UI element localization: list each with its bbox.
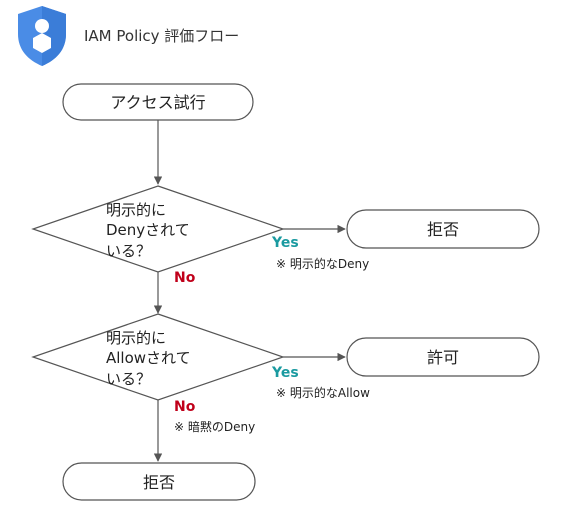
deny-explicit-node: 拒否 bbox=[346, 209, 540, 249]
decision1-yes-note: ※ 明示的なDeny bbox=[276, 256, 369, 271]
decision2-no-label: No bbox=[174, 399, 196, 415]
shield-user-icon bbox=[18, 6, 66, 66]
deny-implicit-node: 拒否 bbox=[62, 462, 256, 501]
allow-node: 許可 bbox=[346, 337, 540, 377]
page-title: IAM Policy 評価フロー bbox=[84, 27, 239, 45]
start-node: アクセス試行 bbox=[62, 83, 254, 121]
decision1-line2: Denyされて bbox=[106, 221, 190, 239]
start-node-label: アクセス試行 bbox=[110, 93, 205, 112]
decision1-yes-label: Yes bbox=[271, 235, 299, 251]
deny-explicit-label: 拒否 bbox=[427, 220, 459, 239]
decision2-yes-label: Yes bbox=[271, 365, 299, 381]
deny-implicit-label: 拒否 bbox=[143, 473, 175, 492]
decision2-no-note: ※ 暗黙のDeny bbox=[174, 419, 255, 434]
decision2-line3: いる？ bbox=[106, 370, 151, 388]
decision-explicit-allow: 明示的に Allowされて いる？ bbox=[31, 313, 285, 401]
decision2-line1: 明示的に bbox=[106, 329, 166, 347]
decision2-yes-note: ※ 明示的なAllow bbox=[276, 385, 370, 400]
decision1-line1: 明示的に bbox=[106, 201, 166, 219]
decision-explicit-deny: 明示的に Denyされて いる？ bbox=[31, 185, 285, 273]
decision1-line3: いる？ bbox=[106, 242, 151, 260]
decision2-line2: Allowされて bbox=[106, 349, 191, 367]
decision1-no-label: No bbox=[174, 270, 196, 286]
allow-node-label: 許可 bbox=[427, 348, 459, 367]
